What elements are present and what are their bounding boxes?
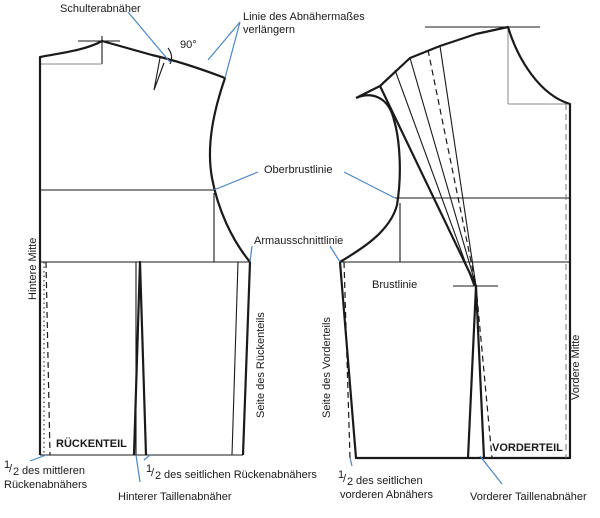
back-side-inner bbox=[231, 261, 239, 456]
label-back-waist-dart: Hinterer Taillenabnäher bbox=[118, 491, 232, 503]
leader-front-waist-dart bbox=[479, 455, 503, 485]
leader-armhole-front bbox=[329, 245, 341, 263]
fraction-half-icon: 1/2 bbox=[4, 459, 19, 478]
label-shoulder-dart: Schulterabnäher bbox=[60, 3, 141, 15]
angle-arc bbox=[167, 47, 173, 65]
label-center-front: Vordere Mitte bbox=[570, 335, 582, 400]
front-side-dashed bbox=[343, 261, 351, 459]
label-side-front: Seite des Vorderteils bbox=[321, 317, 333, 418]
leader-lines bbox=[29, 11, 503, 485]
label-upper-chest-line: Oberbrustlinie bbox=[264, 164, 332, 176]
label-half-mid-back-1: des mittleren bbox=[22, 465, 85, 477]
center-back-dashed bbox=[45, 261, 51, 456]
front-dart-line-2 bbox=[409, 57, 477, 287]
leader-half-mid-back bbox=[29, 454, 47, 462]
front-outline bbox=[338, 25, 572, 460]
shoulder-dart bbox=[153, 57, 165, 91]
back-piece bbox=[38, 36, 252, 456]
svg-text:1: 1 bbox=[4, 459, 10, 471]
leader-half-side-front bbox=[349, 457, 353, 467]
front-dart-line-3 bbox=[439, 45, 477, 287]
svg-text:2: 2 bbox=[347, 476, 353, 488]
label-front-piece: VORDERTEIL bbox=[492, 442, 563, 454]
leader-shoulder-dart bbox=[127, 11, 171, 63]
leader-extend-2 bbox=[207, 21, 241, 61]
svg-text:/: / bbox=[343, 473, 347, 485]
label-bust-line: Brustlinie bbox=[372, 279, 417, 291]
svg-text:/: / bbox=[151, 467, 155, 479]
label-extend-line-1: Linie des Abnähermaßes bbox=[243, 11, 365, 23]
label-half-side-front-1: des seitlichen bbox=[356, 475, 423, 487]
svg-text:1: 1 bbox=[338, 469, 344, 481]
leader-upper-chest-back bbox=[213, 171, 259, 191]
label-angle: 90° bbox=[180, 39, 197, 51]
label-armhole-line: Armausschnittlinie bbox=[254, 235, 343, 247]
front-waist-dart bbox=[466, 284, 486, 459]
leader-back-waist-dart bbox=[135, 454, 141, 483]
front-dart-dashed bbox=[427, 49, 477, 287]
back-outline bbox=[38, 39, 252, 456]
svg-text:2: 2 bbox=[13, 466, 19, 478]
fraction-half-icon: 1/2 bbox=[338, 469, 353, 488]
svg-text:/: / bbox=[9, 463, 13, 475]
label-half-side-back: des seitlichen Rückenabnähers bbox=[164, 469, 317, 481]
leader-extend-1 bbox=[224, 21, 241, 79]
front-piece bbox=[338, 25, 572, 460]
label-extend-line-2: verlängern bbox=[243, 24, 295, 36]
svg-text:1: 1 bbox=[146, 463, 152, 475]
leader-armhole-back bbox=[249, 245, 253, 263]
label-front-waist-dart: Vorderer Taillenabnäher bbox=[470, 491, 587, 503]
front-dart-line-1 bbox=[379, 85, 477, 287]
front-dart-line-4 bbox=[394, 69, 475, 287]
front-waist-dart-dashed bbox=[475, 285, 493, 459]
label-half-side-front-2: vorderen Abnähers bbox=[340, 489, 433, 501]
label-back-piece: RÜCKENTEIL bbox=[56, 437, 127, 450]
fraction-half-icon: 1/2 bbox=[146, 463, 161, 482]
label-center-back: Hintere Mitte bbox=[27, 238, 39, 300]
leader-half-side-back bbox=[143, 454, 151, 461]
svg-text:2: 2 bbox=[155, 470, 161, 482]
leader-upper-chest-front bbox=[343, 171, 396, 199]
label-half-mid-back-2: Rückenabnähers bbox=[4, 479, 88, 491]
label-side-back: Seite des Rückenteils bbox=[255, 312, 267, 418]
